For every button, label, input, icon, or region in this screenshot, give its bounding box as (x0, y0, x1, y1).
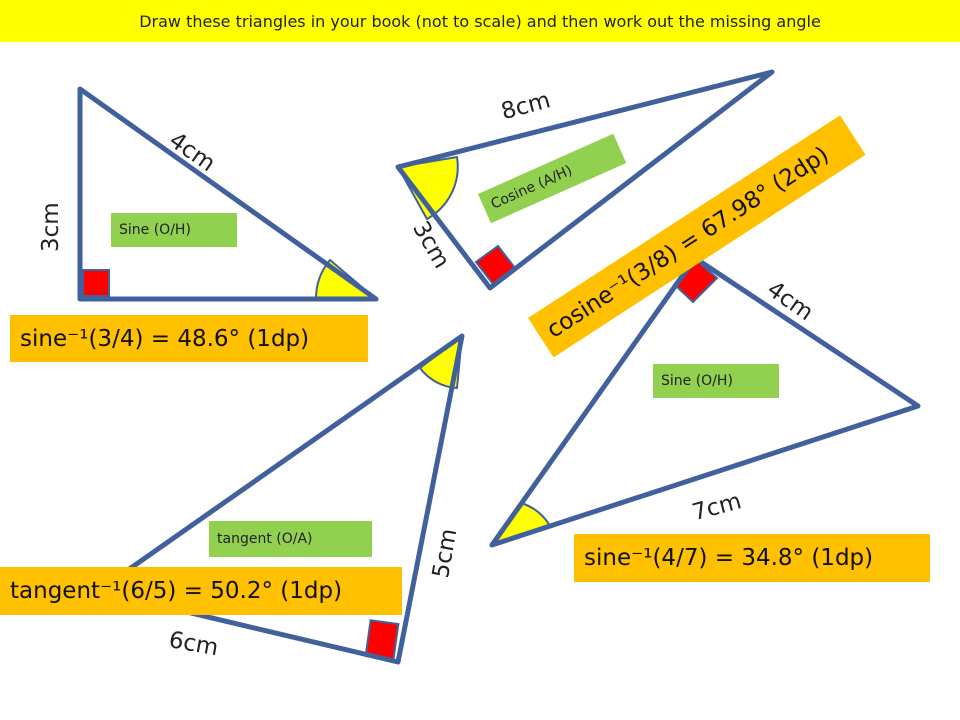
triangle-1-answer: sine⁻¹(3/4) = 48.6° (1dp) (10, 315, 368, 362)
triangle-2-outline (395, 69, 775, 291)
triangle-4-answer: tangent⁻¹(6/5) = 50.2° (1dp) (0, 567, 402, 615)
triangle-1-vertical-side-label: 3cm (38, 202, 64, 252)
triangle-3-hint: Sine (O/H) (653, 364, 779, 398)
triangle-1-outline (77, 86, 379, 302)
triangle-1-right-angle-marker (82, 269, 110, 297)
triangle-3-angle-marker (489, 501, 552, 547)
instruction-banner: Draw these triangles in your book (not t… (0, 0, 960, 42)
triangle-1-hint: Sine (O/H) (111, 213, 237, 247)
triangle-2-angle-marker (396, 155, 459, 221)
triangle-4 (95, 333, 465, 665)
triangle-1 (77, 86, 379, 302)
triangle-2 (395, 69, 775, 291)
triangle-4-outline (95, 333, 465, 665)
triangle-3-outline (489, 255, 921, 548)
triangle-3 (489, 255, 921, 548)
triangle-3-answer: sine⁻¹(4/7) = 34.8° (1dp) (574, 534, 930, 582)
instruction-text: Draw these triangles in your book (not t… (139, 11, 821, 31)
triangle-4-hint: tangent (O/A) (209, 521, 372, 557)
